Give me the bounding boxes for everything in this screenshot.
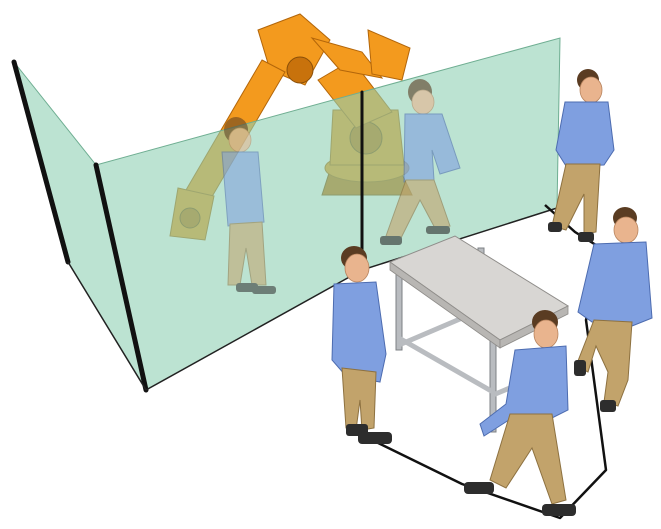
person-front-walking	[464, 310, 576, 516]
safety-glass-fence	[14, 38, 560, 390]
